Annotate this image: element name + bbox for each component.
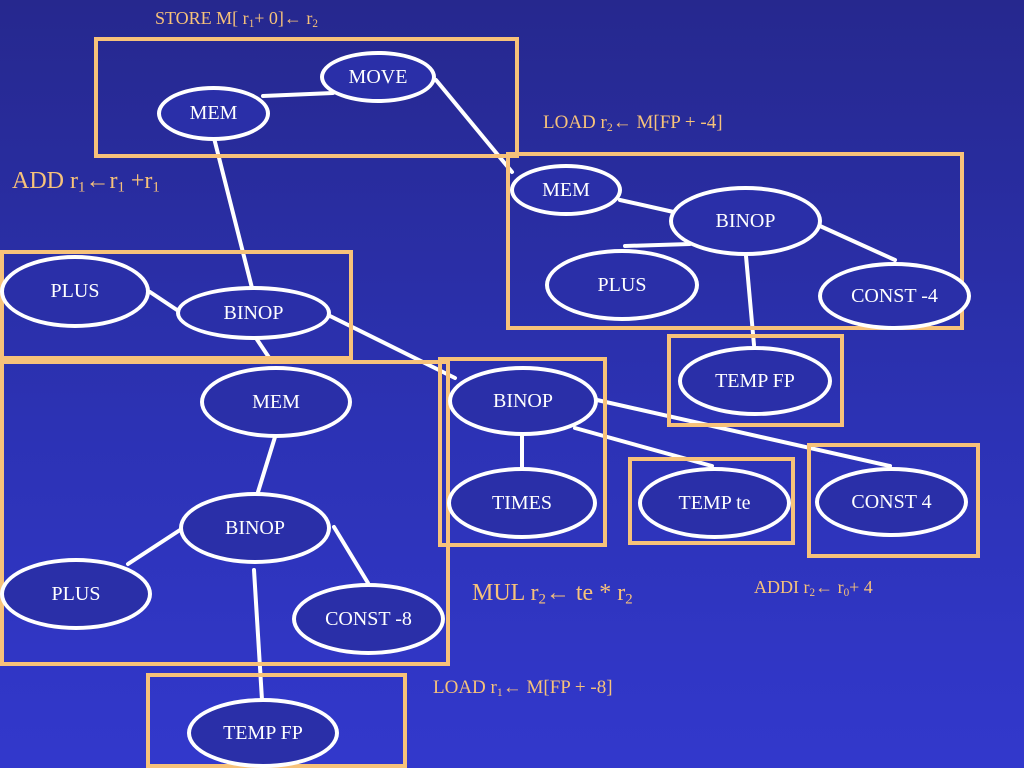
tile-addi	[807, 443, 980, 558]
node-temp-te: TEMP te	[638, 467, 791, 539]
label-mul: MUL r2← te * r2	[472, 580, 633, 608]
node-binop-right: BINOP	[669, 186, 822, 256]
edge-mem-top-binop-left	[212, 136, 254, 290]
node-binop-lower: BINOP	[179, 492, 331, 564]
node-binop-mid: BINOP	[448, 366, 598, 436]
tile-temp-fp-right	[667, 334, 844, 427]
edge-mem-lower-binop-lower	[256, 435, 277, 494]
node-mem-top: MEM	[157, 86, 270, 141]
node-binop-left: BINOP	[176, 286, 331, 340]
edge-binop-lower-plus-lower	[126, 528, 182, 566]
edge-mem-right-binop-right	[618, 198, 680, 215]
edge-binop-lower-const-neg8	[332, 525, 370, 585]
node-const-neg8: CONST -8	[292, 583, 445, 655]
edge-move-mem-top	[261, 91, 335, 98]
node-times: TIMES	[447, 467, 597, 539]
tile-add	[0, 250, 353, 360]
edge-binop-right-plus-right	[623, 242, 692, 248]
node-const-neg4: CONST -4	[818, 262, 971, 330]
node-plus-lower: PLUS	[0, 558, 152, 630]
tile-load-r2	[506, 152, 964, 330]
node-mem-lower: MEM	[200, 366, 352, 438]
tile-temp-te	[628, 457, 795, 545]
tile-mul	[438, 357, 607, 547]
node-mem-right: MEM	[510, 164, 622, 216]
node-move: MOVE	[320, 51, 436, 103]
node-plus-left: PLUS	[0, 255, 150, 328]
label-load-r1: LOAD r1← M[FP + -8]	[433, 677, 613, 699]
edge-binop-left-plus-left	[148, 290, 182, 314]
label-addi: ADDI r2← r0+ 4	[754, 577, 873, 599]
node-temp-fp-bottom: TEMP FP	[187, 698, 339, 768]
label-load-r2: LOAD r2← M[FP + -4]	[543, 112, 723, 134]
tile-store	[94, 37, 519, 158]
node-plus-right: PLUS	[545, 249, 699, 321]
edge-binop-mid-const-4	[595, 398, 892, 468]
edge-binop-right-temp-fp	[744, 254, 756, 347]
node-const-4: CONST 4	[815, 467, 968, 537]
edge-binop-right-const-neg4	[818, 224, 897, 262]
edge-binop-lower-temp-fp-bottom	[252, 568, 264, 702]
label-store: STORE M[ r1+ 0]← r2	[155, 8, 318, 30]
tile-load-r1	[0, 360, 450, 666]
label-add: ADD r1←r1 +r1	[12, 168, 160, 196]
node-temp-fp-right: TEMP FP	[678, 346, 832, 416]
